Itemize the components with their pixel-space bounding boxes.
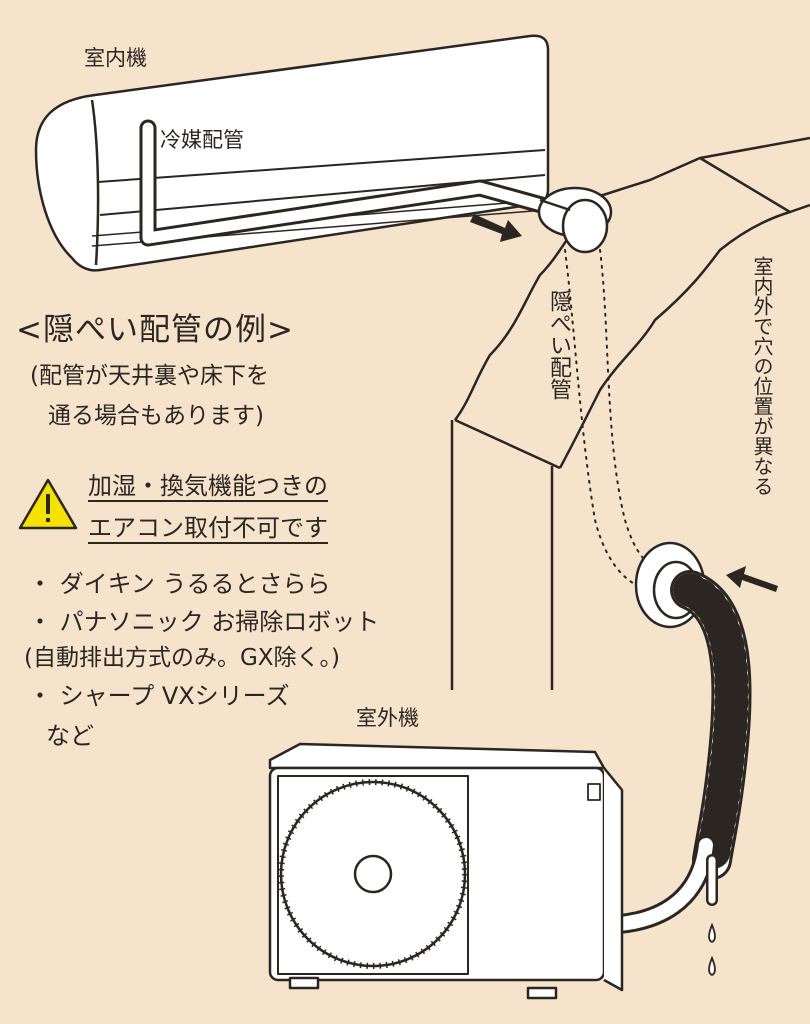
warning-triangle-icon bbox=[18, 478, 78, 530]
arrow-icon bbox=[470, 214, 522, 242]
refrigerant-pipe-label: 冷媒配管 bbox=[160, 128, 244, 152]
example-note-line1: (配管が天井裏や床下を bbox=[30, 363, 269, 389]
outdoor-unit-label: 室外機 bbox=[356, 706, 419, 730]
outdoor-unit-drawing bbox=[268, 742, 624, 1000]
water-drops bbox=[708, 922, 716, 977]
model-list-item: ・ パナソニック お掃除ロボット bbox=[28, 608, 380, 636]
warning-line2: エアコン取付不可です bbox=[88, 514, 328, 542]
model-list-item: ・ ダイキン うるるとさらら bbox=[28, 570, 331, 598]
flexible-hose bbox=[670, 570, 752, 880]
model-list-note: (自動排出方式のみ。GX除く。) bbox=[24, 645, 341, 671]
indoor-wall-hole bbox=[537, 186, 613, 254]
example-title: <隠ぺい配管の例> bbox=[16, 312, 294, 348]
hidden-pipe-label: 隠ぺい配管 bbox=[546, 290, 571, 400]
arrow-icon bbox=[726, 566, 778, 592]
indoor-unit-label: 室内機 bbox=[84, 46, 147, 70]
model-list-etc: など bbox=[46, 722, 94, 750]
hole-position-label: 室内外で穴の位置が異なる bbox=[750, 256, 774, 496]
warning-line1: 加湿・換気機能つきの bbox=[88, 472, 328, 500]
model-list-item: ・ シャープ VXシリーズ bbox=[28, 682, 290, 710]
example-note-line2: 通る場合もあります) bbox=[48, 403, 264, 429]
hidden-pipe-dotted bbox=[564, 249, 669, 591]
refrigerant-pipe bbox=[139, 119, 554, 247]
